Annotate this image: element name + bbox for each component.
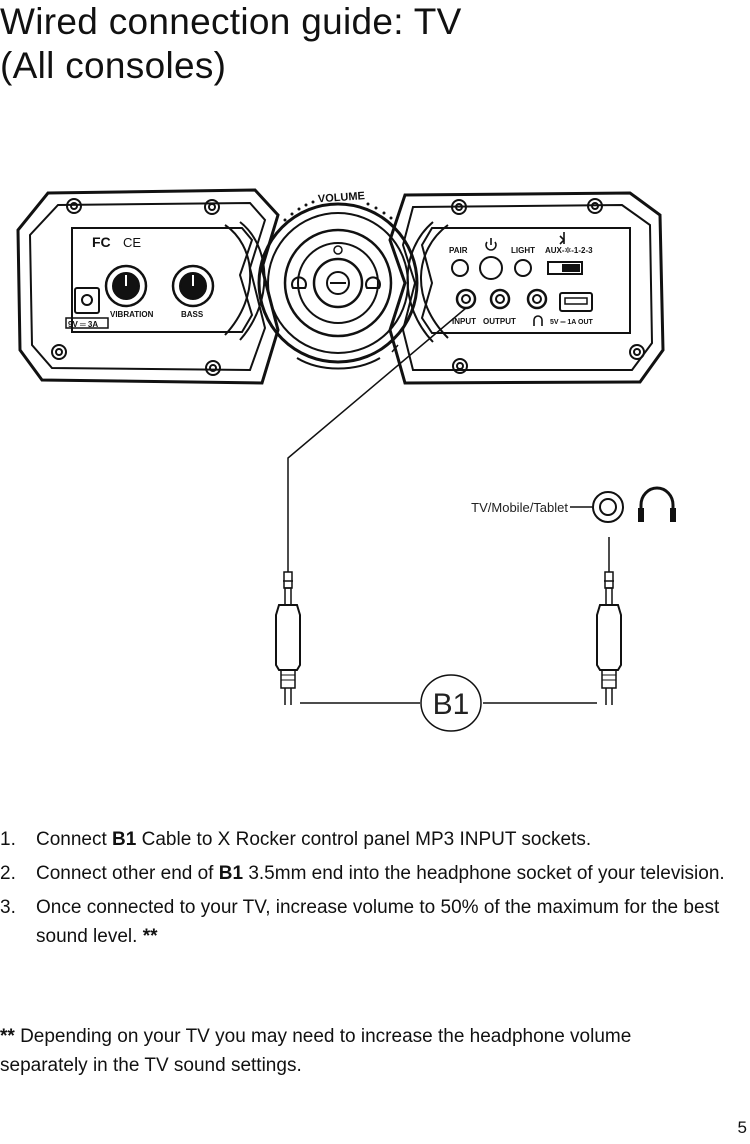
input-label: INPUT xyxy=(452,317,476,326)
footnote-text: Depending on your TV you may need to inc… xyxy=(0,1026,632,1076)
step-text: Connect other end of xyxy=(36,863,219,884)
power-icon xyxy=(485,241,497,251)
headphone-icon xyxy=(638,486,676,522)
volume-dial xyxy=(257,200,419,370)
usb-out-label: 5V ═ 1A OUT xyxy=(550,319,594,326)
volume-label: VOLUME xyxy=(317,190,365,205)
step-bold: B1 xyxy=(218,863,244,884)
connection-diagram: VOLUME FC CE 9V ═ 3A VIBRATION BASS PAIR… xyxy=(16,188,676,732)
page-title: Wired connection guide: TV (All consoles… xyxy=(0,0,462,88)
footnote: ** Depending on your TV you may need to … xyxy=(0,1022,720,1080)
aux-mode-label: AUX-✲-1-2-3 xyxy=(545,246,593,255)
step-text: 3.5mm end into the headphone socket of y… xyxy=(243,863,725,884)
vibration-label: VIBRATION xyxy=(110,310,154,319)
cable-label: B1 xyxy=(433,688,470,721)
footnote-marker: ** xyxy=(0,1026,15,1047)
output-label: OUTPUT xyxy=(483,317,516,326)
step-text: Once connected to your TV, increase volu… xyxy=(36,897,720,947)
tv-headphone-socket xyxy=(570,491,624,523)
ce-mark: CE xyxy=(123,235,141,250)
left-3.5mm-plug xyxy=(275,571,301,705)
step-3: 3. Once connected to your TV, increase v… xyxy=(0,893,750,951)
b1-label-circle xyxy=(420,674,482,732)
power-input-label: 9V ═ 3A xyxy=(68,320,98,329)
wireless-icon xyxy=(559,232,566,245)
step-number: 1. xyxy=(0,829,16,850)
step-1: 1. Connect B1 Cable to X Rocker control … xyxy=(0,825,750,854)
step-text: Connect xyxy=(36,829,113,850)
step-number: 2. xyxy=(0,863,16,884)
b1-cable xyxy=(287,307,610,704)
device-label: TV/Mobile/Tablet xyxy=(471,500,568,515)
light-label: LIGHT xyxy=(511,246,535,255)
right-control-panel xyxy=(388,191,665,385)
right-3.5mm-plug xyxy=(596,571,622,705)
title-line-1: Wired connection guide: TV xyxy=(0,1,462,42)
step-bold: B1 xyxy=(112,829,137,850)
step-2: 2. Connect other end of B1 3.5mm end int… xyxy=(0,859,750,888)
step-bold: ** xyxy=(142,926,158,947)
instruction-steps: 1. Connect B1 Cable to X Rocker control … xyxy=(0,825,750,956)
fcc-mark: FC xyxy=(92,234,111,250)
left-control-panel xyxy=(16,188,280,385)
panel-headphone-icon xyxy=(533,315,543,326)
pair-label: PAIR xyxy=(449,246,468,255)
page-number: 5 xyxy=(737,1118,747,1137)
step-text: Cable to X Rocker control panel MP3 INPU… xyxy=(136,829,592,850)
step-number: 3. xyxy=(0,897,16,918)
bass-label: BASS xyxy=(181,310,204,319)
title-line-2: (All consoles) xyxy=(0,45,227,86)
volume-level-dots xyxy=(283,200,393,222)
